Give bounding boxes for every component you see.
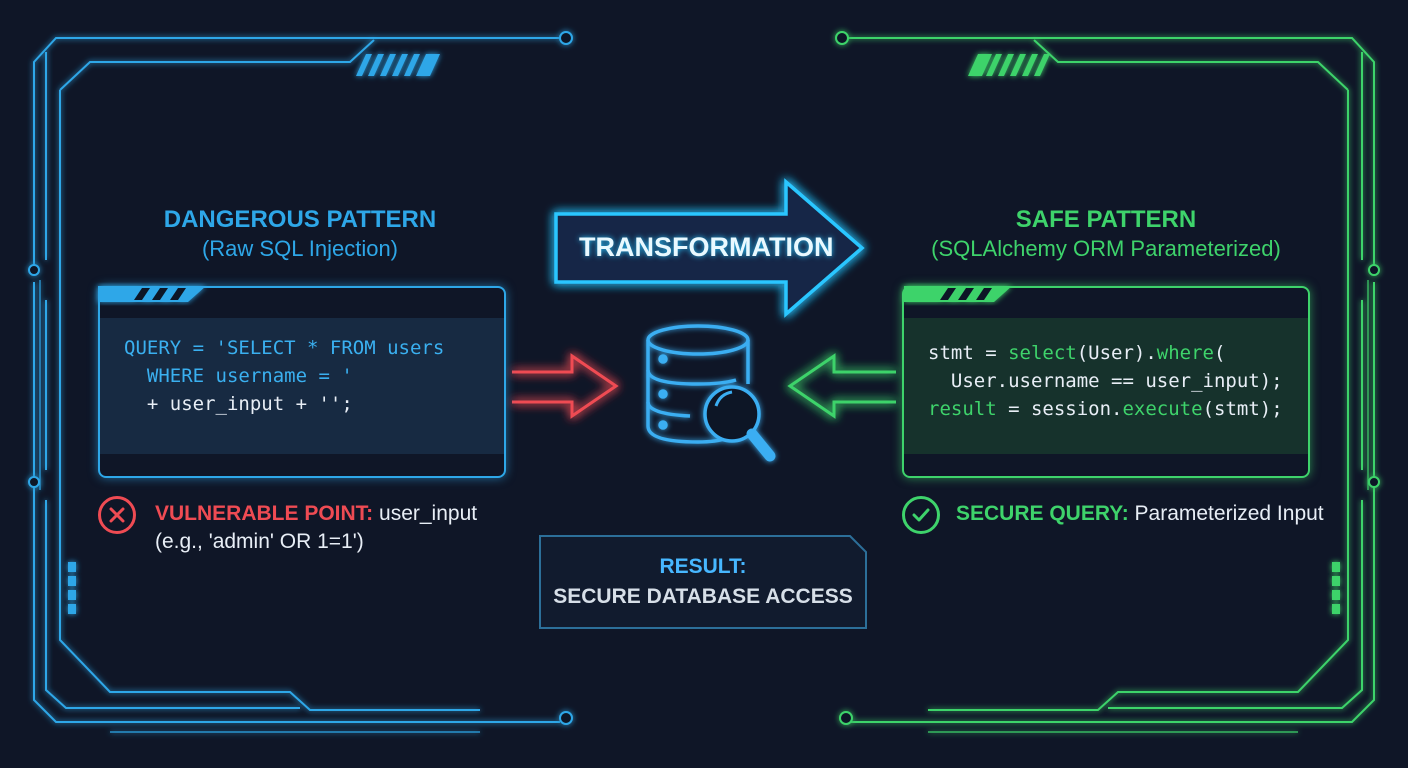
result-box: RESULT: SECURE DATABASE ACCESS <box>540 536 866 628</box>
safe-pattern-title: SAFE PATTERN <box>1015 206 1197 233</box>
dangerous-code-line: + user_input + ''; <box>124 393 353 415</box>
dangerous-code-line: QUERY = 'SELECT * FROM users <box>124 337 445 359</box>
secure-query-line: SECURE QUERY: Parameterized Input <box>956 502 1324 526</box>
check-circle-icon <box>902 496 940 534</box>
code-keyword: select <box>1008 342 1077 364</box>
code-text: (stmt); <box>1202 398 1283 420</box>
right-circuit-frame <box>848 37 1375 733</box>
transformation-label: TRANSFORMATION <box>579 232 834 262</box>
left-hatch-decoration <box>68 54 440 614</box>
secure-query-value: Parameterized Input <box>1134 502 1324 525</box>
dangerous-pattern-title: DANGEROUS PATTERN <box>163 206 437 233</box>
vulnerable-input-arrow <box>512 353 619 419</box>
safe-input-arrow <box>787 353 896 419</box>
safe-code-line: result = session.execute(stmt); <box>928 398 1283 420</box>
vulnerable-example: (e.g., 'admin' OR 1=1') <box>155 530 364 553</box>
vulnerable-point-line: VULNERABLE POINT: user_input <box>155 502 477 526</box>
safe-code-panel: stmt = select(User).where( User.username… <box>902 286 1310 478</box>
safe-code-line: User.username == user_input); <box>928 370 1283 392</box>
code-text: stmt = <box>928 342 1009 364</box>
transformation-arrow <box>554 178 865 318</box>
code-keyword: result <box>928 398 997 420</box>
code-text: User.username == user_input); <box>928 370 1283 392</box>
result-box-outline <box>539 535 867 629</box>
left-panel-tab <box>98 286 206 302</box>
dangerous-code-line: WHERE username = ' <box>124 365 353 387</box>
code-text: ( <box>1214 342 1226 364</box>
code-keyword: where <box>1156 342 1214 364</box>
safe-pattern-subtitle: (SQLAlchemy ORM Parameterized) <box>931 236 1281 261</box>
dangerous-code-panel: QUERY = 'SELECT * FROM users WHERE usern… <box>98 286 506 478</box>
database-search-icon <box>646 324 776 462</box>
result-text: SECURE DATABASE ACCESS <box>553 585 853 608</box>
code-keyword: execute <box>1122 398 1203 420</box>
dangerous-pattern-subtitle: (Raw SQL Injection) <box>201 236 399 261</box>
left-circuit-frame <box>33 37 560 733</box>
code-text: = session. <box>996 398 1123 420</box>
right-hatch-decoration <box>968 54 1340 614</box>
safe-code-line: stmt = select(User).where( <box>928 342 1225 364</box>
vulnerable-point-label: VULNERABLE POINT: <box>155 502 374 525</box>
safe-code-body: stmt = select(User).where( User.username… <box>904 318 1308 454</box>
code-text: (User). <box>1076 342 1157 364</box>
vulnerable-point-value: user_input <box>379 502 478 525</box>
secure-query-label: SECURE QUERY: <box>956 502 1129 525</box>
dangerous-code-body: QUERY = 'SELECT * FROM users WHERE usern… <box>100 318 504 454</box>
x-circle-icon <box>98 496 136 534</box>
result-title: RESULT: <box>659 555 747 578</box>
right-panel-tab <box>904 286 1012 302</box>
